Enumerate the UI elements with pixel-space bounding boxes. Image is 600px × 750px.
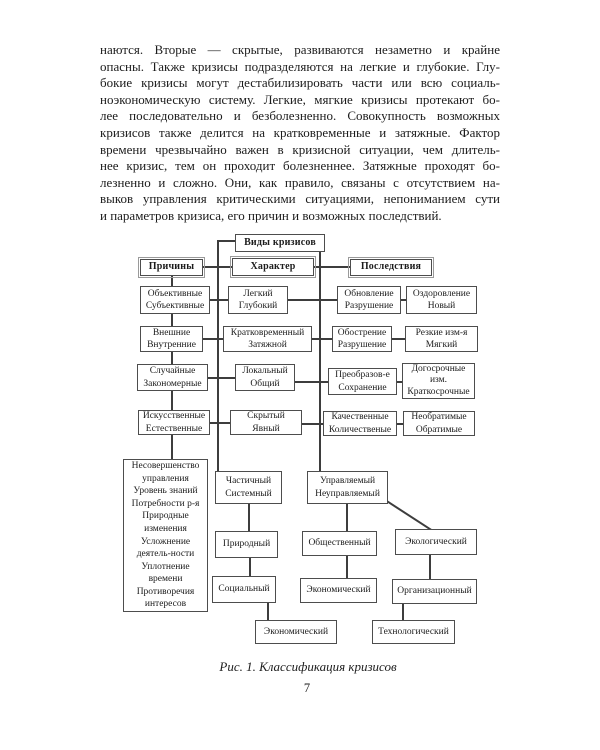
connector-line xyxy=(295,381,329,383)
connector-line xyxy=(401,299,407,301)
box-natural: Природный xyxy=(215,531,278,558)
box-objective-subjective: Объективные Субъективные xyxy=(140,286,210,314)
box-longterm-shortterm-changes: Догосрочные изм. Краткосрочные xyxy=(402,363,475,399)
box-causes: Причины xyxy=(138,257,205,278)
connector-line xyxy=(171,391,173,410)
connector-line xyxy=(288,299,338,301)
text-line: опасны. Также кризисы подразделяются на … xyxy=(100,58,500,74)
box-consequences: Последствия xyxy=(348,257,434,278)
connector-line xyxy=(346,504,348,531)
connector-trunk-left xyxy=(217,240,219,471)
connector-line xyxy=(312,338,333,340)
connector-line xyxy=(402,604,404,620)
connector-line xyxy=(249,558,251,576)
box-artificial-natural: Искусственные Естественные xyxy=(138,410,210,435)
box-economic-bottom: Экономический xyxy=(255,620,337,644)
text-line: лезненно и сложно. Они, как правило, свя… xyxy=(100,174,500,190)
box-sharp-mild-changes: Резкие изм-я Мягкий xyxy=(405,326,478,352)
connector-line xyxy=(397,381,403,383)
box-qualitative-quantitative: Качественные Количественые xyxy=(323,411,397,436)
connector-line xyxy=(217,240,236,242)
box-hidden-evident: Скрытый Явный xyxy=(230,410,302,435)
box-causes-list: Несовершенство управления Уровень знаний… xyxy=(123,459,208,612)
connector-line xyxy=(171,276,173,286)
connector-line xyxy=(314,266,351,268)
text-line: наются. Вторые — скрытые, развиваются не… xyxy=(100,42,500,57)
text-line: выков управления критическими ситуациями… xyxy=(100,191,500,207)
figure-caption: Рис. 1. Классификация кризисов xyxy=(219,659,397,674)
connector-line xyxy=(346,556,348,578)
connector-line xyxy=(171,314,173,326)
connector-line xyxy=(171,435,173,459)
box-aggravation-destruction: Обострение Разрушение xyxy=(332,326,392,352)
connector-line xyxy=(392,338,406,340)
text-line: лее последовательно и безболезненно. Сов… xyxy=(100,108,500,124)
connector-line xyxy=(208,377,236,379)
box-ecological: Экологический xyxy=(395,529,477,555)
box-organizational: Организационный xyxy=(392,579,477,604)
box-societal: Общественный xyxy=(302,531,377,556)
connector-line xyxy=(171,352,173,364)
text-line: нее кризис, тем он проходит болезненнее.… xyxy=(100,158,500,174)
text-line: бокие кризисы могут дестабилизировать ча… xyxy=(100,75,500,91)
connector-trunk-right xyxy=(319,251,321,471)
box-transformation-preservation: Преобразов-е Сохранение xyxy=(328,368,397,395)
box-social: Социальный xyxy=(212,576,276,603)
box-technological: Технологический xyxy=(372,620,455,644)
connector-line xyxy=(203,266,233,268)
box-managed-unmanaged: Управляемый Неуправляемый xyxy=(307,471,388,504)
box-crisis-types: Виды кризисов xyxy=(235,234,325,252)
box-shortterm-protracted: Кратковременный Затяжной xyxy=(223,326,312,352)
box-irreversible-reversible: Необратимые Обратимые xyxy=(403,411,475,436)
connector-line xyxy=(210,422,231,424)
box-recovery-new: Оздоровление Новый xyxy=(406,286,477,314)
box-renewal-destruction: Обновление Разрушение xyxy=(337,286,401,314)
box-partial-systemic: Частичный Системный xyxy=(215,471,282,504)
box-random-regular: Случайные Закономерные xyxy=(137,364,208,391)
box-external-internal: Внешние Внутренние xyxy=(140,326,203,352)
connector-line xyxy=(203,338,224,340)
connector-line xyxy=(267,603,269,620)
text-line: ноэкономическую систему. Легкие, мягкие … xyxy=(100,91,500,107)
connector-line xyxy=(429,555,431,579)
box-local-general: Локальный Общий xyxy=(235,364,295,391)
text-line: и параметров кризиса, его причин и возмо… xyxy=(100,207,442,223)
page-number: 7 xyxy=(303,681,311,695)
body-text: наются. Вторые — скрытые, развиваются не… xyxy=(100,42,500,225)
text-line: времени чрезвычайно важен в кризисной си… xyxy=(100,141,500,157)
connector-line xyxy=(397,423,404,425)
text-line: кризисов также делится на кратковременны… xyxy=(100,124,500,140)
box-character: Характер xyxy=(230,256,316,278)
connector-line xyxy=(248,504,250,531)
box-economic-mid: Экономический xyxy=(300,578,377,603)
connector-line xyxy=(302,423,324,425)
box-light-deep: Легкий Глубокий xyxy=(228,286,288,314)
connector-line xyxy=(210,299,229,301)
